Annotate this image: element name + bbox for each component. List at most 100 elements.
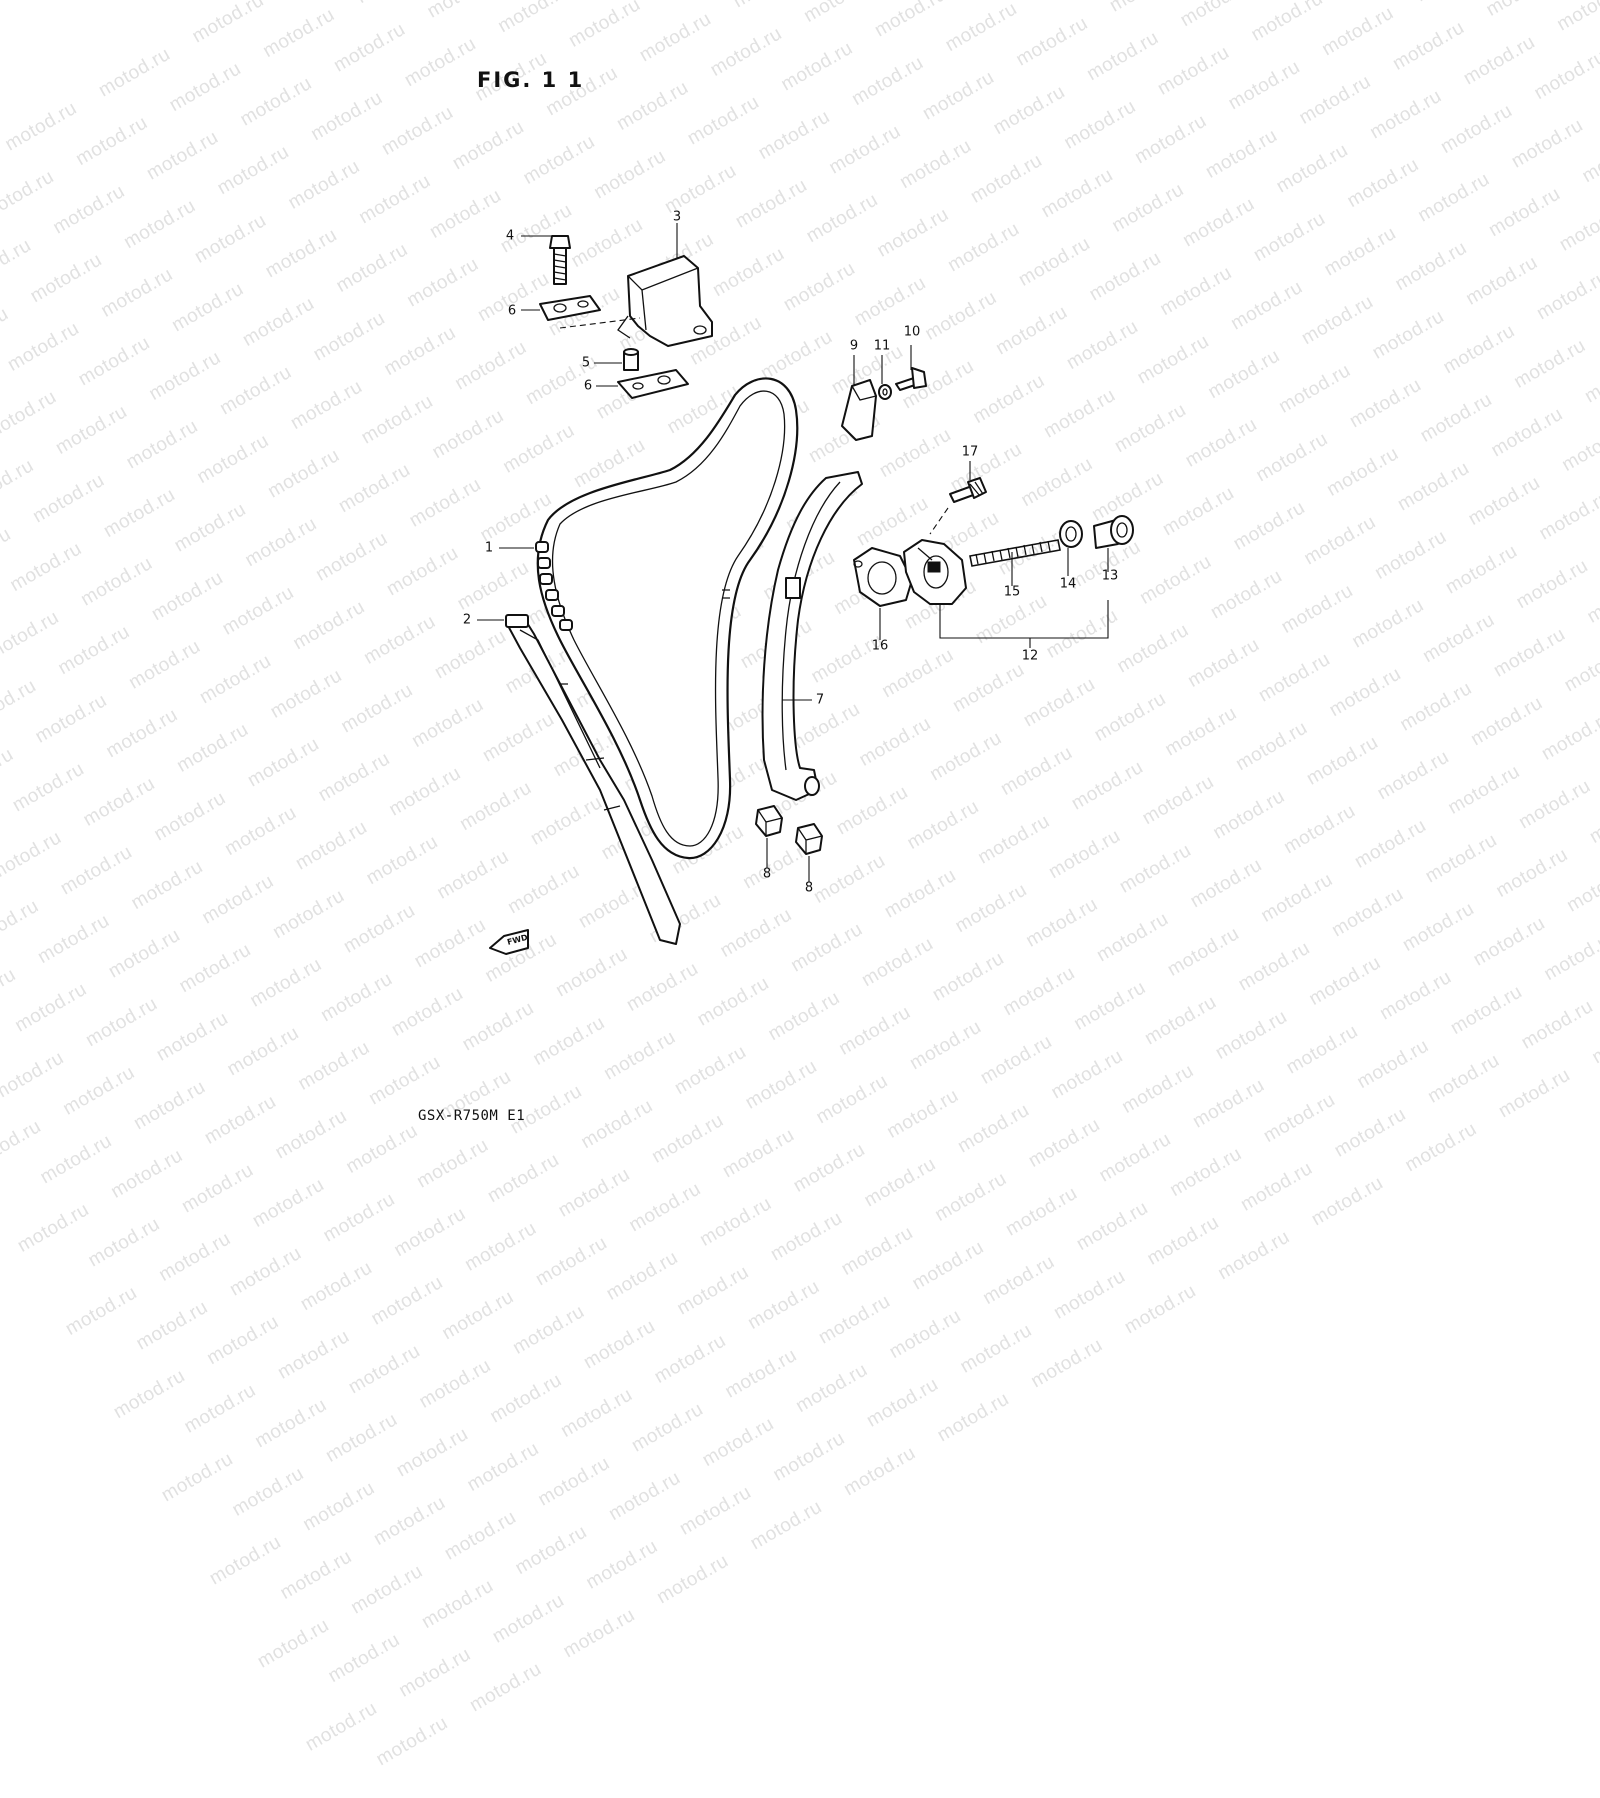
watermark-text: motod.ru (372, 1712, 452, 1771)
watermark-text: motod.ru (347, 1560, 427, 1619)
watermark-text: motod.ru (698, 1413, 778, 1472)
part-5-dowel (623, 348, 639, 371)
part-9-guide-piece (841, 379, 877, 441)
part-8-damper-a (755, 805, 783, 837)
callout-3: 3 (672, 209, 682, 225)
watermark-text: motod.ru (415, 1355, 495, 1413)
part-4-bolt (549, 235, 571, 285)
callout-7: 7 (815, 692, 825, 708)
callout-6-upper: 6 (507, 303, 517, 319)
watermark-text: motod.ru (908, 1236, 988, 1295)
watermark-text: motod.ru (509, 1301, 589, 1359)
callout-12: 12 (1021, 648, 1039, 664)
watermark-text: motod.ru (322, 1409, 402, 1467)
part-11-washer (878, 384, 892, 400)
watermark-text: motod.ru (276, 1546, 356, 1604)
watermark-text: motod.ru (486, 1369, 566, 1428)
watermark-text: motod.ru (676, 1481, 756, 1540)
watermark-text: motod.ru (84, 1213, 164, 1272)
dash-3-6 (559, 317, 641, 329)
callout-16: 16 (871, 638, 889, 654)
part-12-tensioner-body (903, 539, 967, 605)
watermark-text: motod.ru (673, 1261, 753, 1320)
watermark-text: motod.ru (274, 1325, 354, 1384)
watermark-text: motod.ru (580, 1315, 660, 1374)
callout-13: 13 (1101, 568, 1119, 584)
watermark-text: motod.ru (933, 1388, 1013, 1447)
part-3-upper-guide (617, 255, 713, 347)
watermark-text: motod.ru (532, 1232, 612, 1291)
watermark-text: motod.ru (769, 1427, 849, 1486)
watermark-text: motod.ru (696, 1193, 776, 1251)
watermark-text: motod.ru (767, 1207, 847, 1266)
watermark-text: motod.ru (463, 1438, 543, 1496)
watermark-text: motod.ru (301, 1697, 381, 1756)
part-17-bolt (949, 477, 987, 503)
watermark-text: motod.ru (863, 1373, 943, 1432)
watermark-text: motod.ru (109, 1365, 189, 1424)
callout-8-b: 8 (804, 880, 814, 896)
callout-4: 4 (505, 228, 515, 244)
callout-15: 15 (1003, 584, 1021, 600)
watermark-text: motod.ru (746, 1496, 826, 1555)
callout-14: 14 (1059, 576, 1077, 592)
callout-2: 2 (462, 612, 472, 628)
watermark-text: motod.ru (251, 1394, 331, 1453)
watermark-text: motod.ru (792, 1359, 872, 1418)
callout-9: 9 (849, 338, 859, 354)
part-14-washer (1059, 520, 1083, 548)
watermark-text: motod.ru (837, 1222, 917, 1280)
watermark-text: motod.ru (650, 1330, 730, 1388)
watermark-text: motod.ru (466, 1658, 546, 1717)
watermark-text: motod.ru (956, 1319, 1036, 1378)
part-6-upper-plate (539, 295, 601, 321)
callout-6-lower: 6 (583, 378, 593, 394)
watermark-text: motod.ru (1050, 1265, 1130, 1324)
watermark-text: motod.ru (1072, 1197, 1152, 1256)
watermark-text: motod.ru (1120, 1280, 1200, 1339)
part-2-guide-long (505, 614, 681, 945)
watermark-text: motod.ru (438, 1286, 518, 1345)
watermark-text: motod.ru (559, 1604, 639, 1663)
watermark-text: motod.ru (721, 1344, 801, 1403)
watermark-text: motod.ru (155, 1228, 235, 1286)
part-8-damper-b (795, 823, 823, 855)
watermark-text: motod.ru (653, 1550, 733, 1609)
watermark-text: motod.ru (418, 1575, 498, 1634)
callout-5: 5 (581, 355, 591, 371)
watermark-text: motod.ru (390, 1203, 470, 1262)
part-7-tensioner-guide (761, 471, 863, 801)
watermark-text: motod.ru (253, 1614, 333, 1673)
watermark-text: motod.ru (885, 1305, 965, 1364)
watermark-text: motod.ru (226, 1242, 306, 1301)
model-code: GSX-R750M E1 (418, 1108, 526, 1124)
watermark-text: motod.ru (395, 1643, 475, 1702)
watermark-text: motod.ru (489, 1589, 568, 1648)
parts-diagram: FWD (477, 223, 1134, 955)
figure-title: FIG. 1 1 (477, 68, 585, 92)
watermark-text: motod.ru (511, 1521, 591, 1580)
watermark-text: motod.ru (324, 1629, 404, 1688)
part-16-gasket (853, 547, 913, 607)
callout-10: 10 (903, 324, 921, 340)
leader-lines (477, 223, 1109, 882)
watermark-text: motod.ru (582, 1535, 662, 1594)
watermark-text: motod.ru (628, 1398, 708, 1457)
watermark-text: motod.ru (61, 1282, 141, 1340)
part-15-spring (969, 539, 1061, 567)
watermark-text: motod.ru (393, 1423, 472, 1482)
fwd-arrow-icon: FWD (489, 929, 529, 955)
part-1-cam-chain (535, 377, 799, 860)
watermark-text: motod.ru (367, 1271, 447, 1330)
watermark-text: motod.ru (979, 1251, 1059, 1310)
dash-17 (929, 507, 949, 535)
watermark-text: motod.ru (1214, 1226, 1294, 1285)
watermark-text: motod.ru (203, 1311, 283, 1370)
part-6-lower-plate (617, 369, 689, 399)
watermark-text: motod.ru (13, 1199, 93, 1257)
watermark-text: motod.ru (228, 1463, 308, 1521)
watermark-text: motod.ru (299, 1477, 379, 1536)
watermark-text: motod.ru (840, 1442, 920, 1501)
watermark-text: motod.ru (297, 1257, 376, 1316)
watermark-text: motod.ru (132, 1296, 212, 1355)
